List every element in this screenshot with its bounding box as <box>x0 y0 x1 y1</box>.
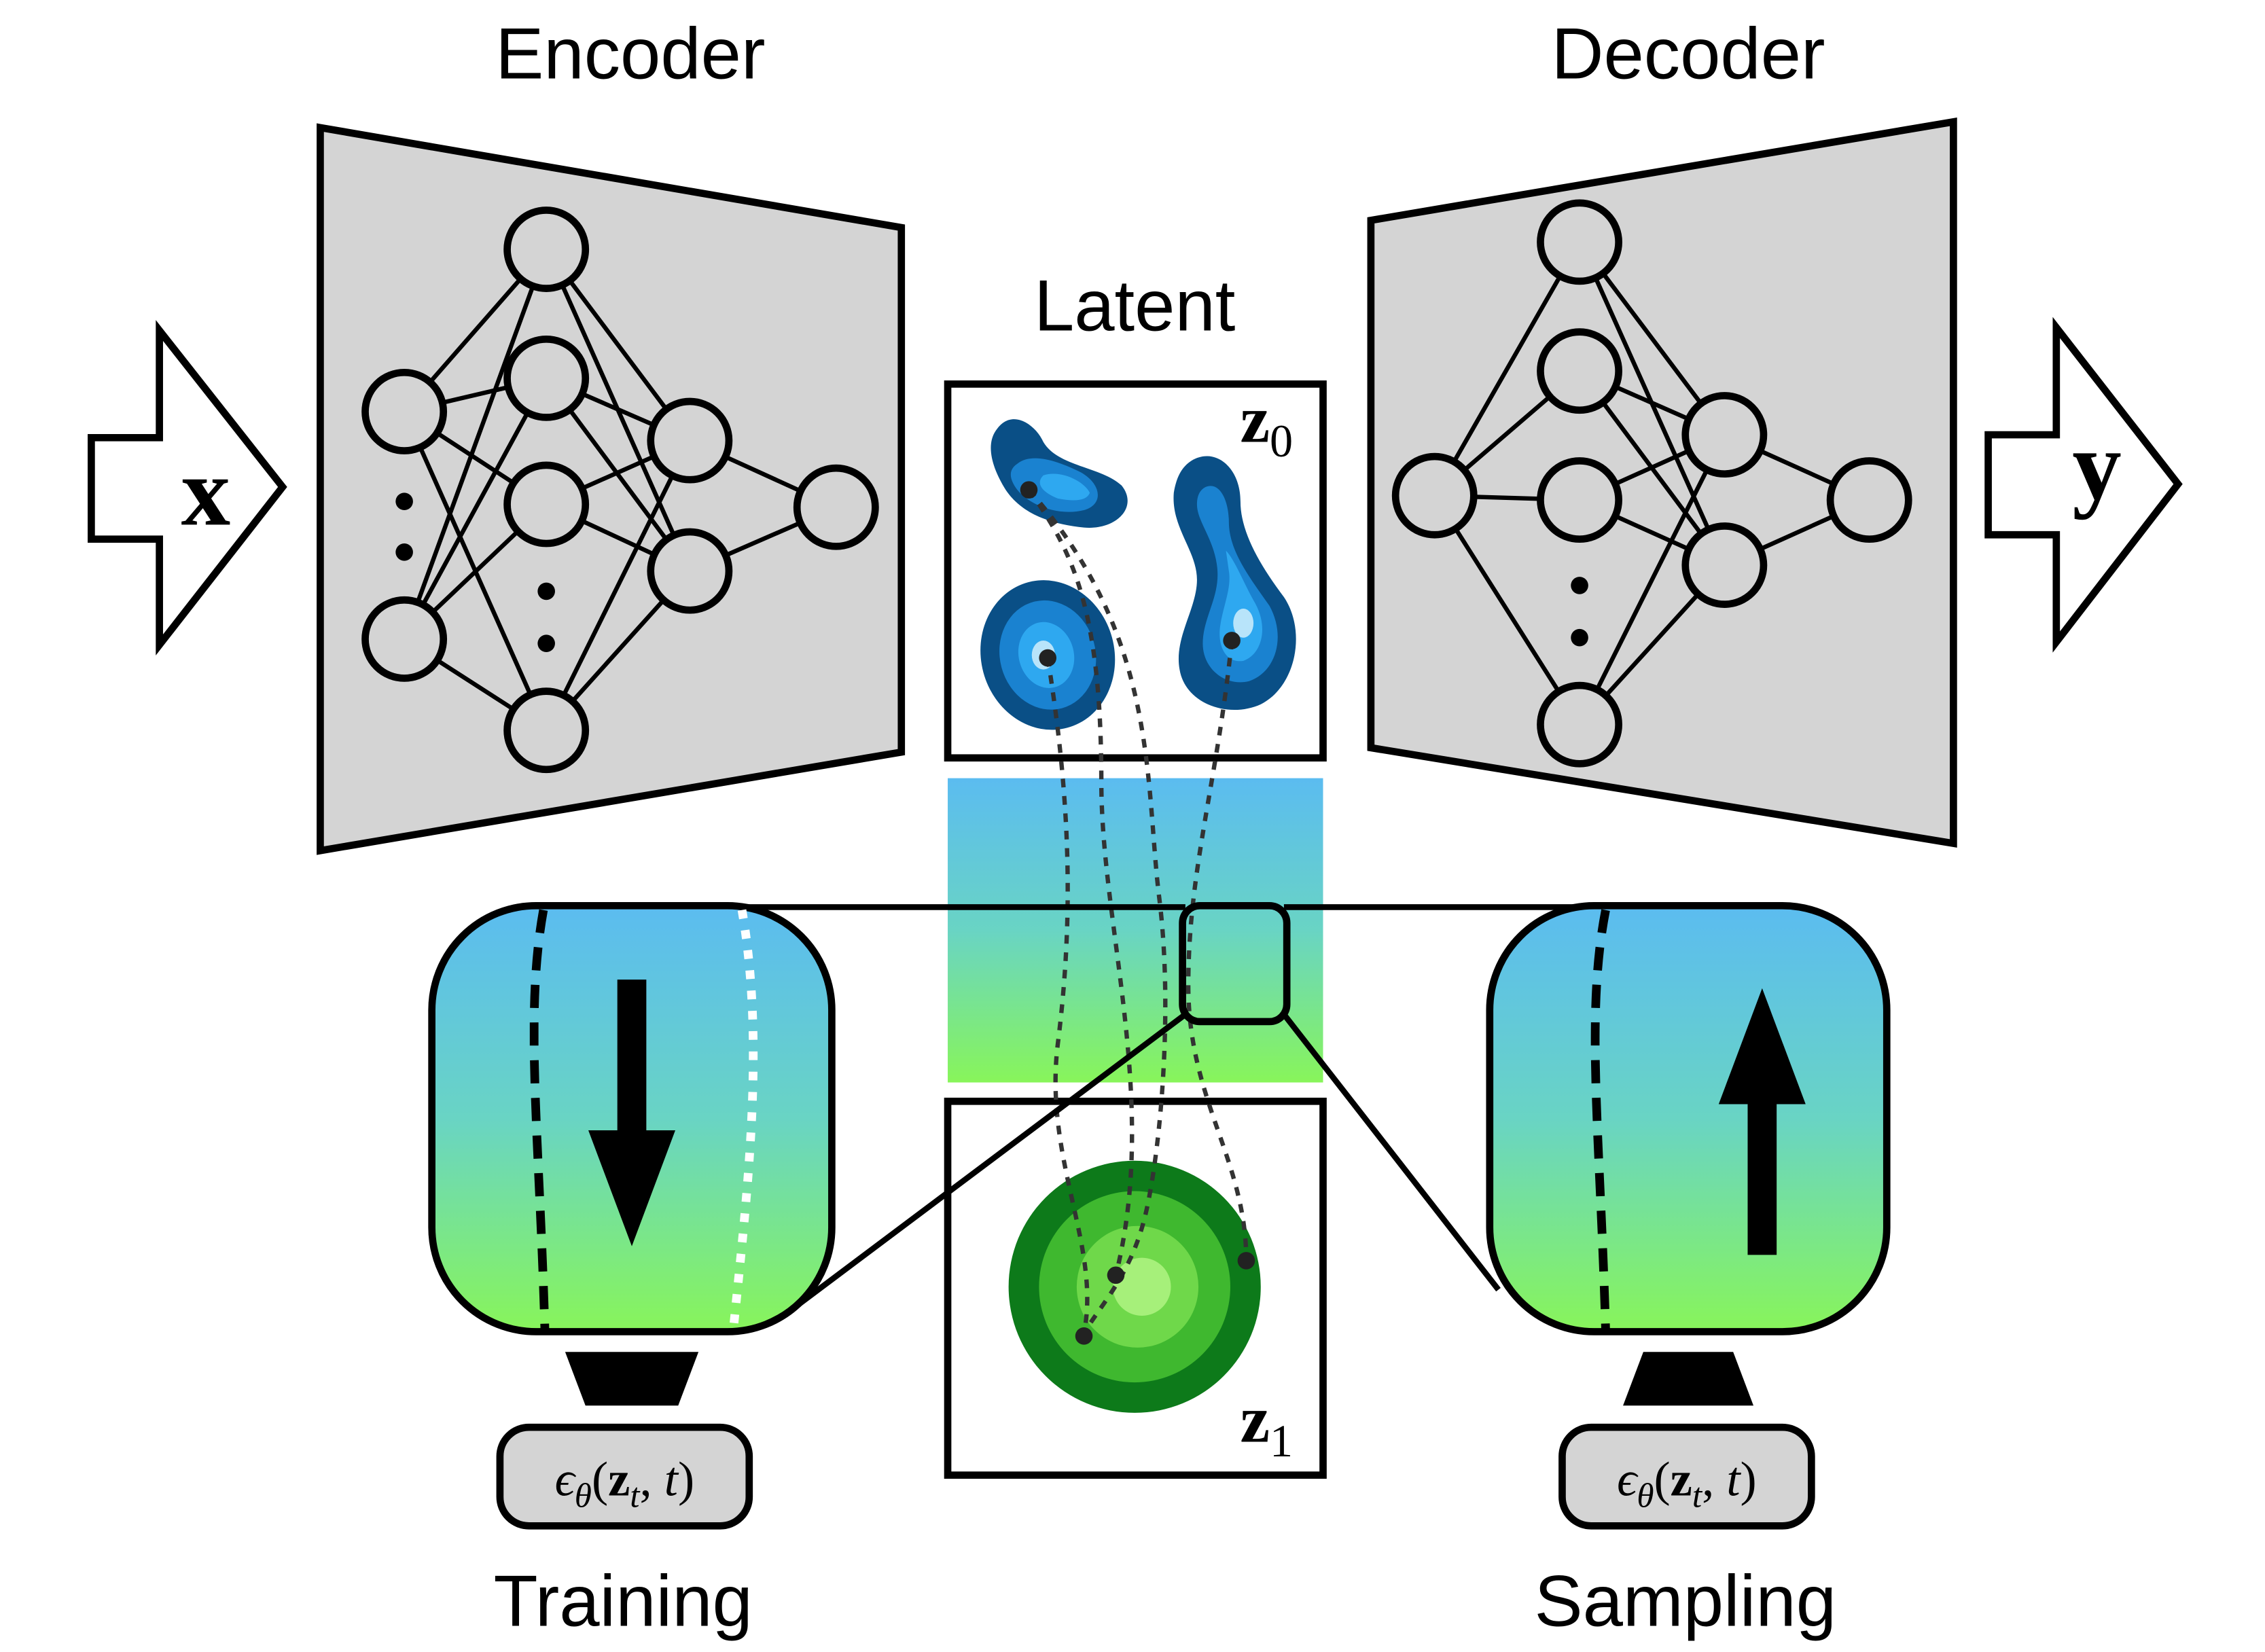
output-arrow: y <box>1984 317 2183 653</box>
encoder-trapezoid <box>317 123 906 855</box>
zoom-line-right <box>1281 1012 1501 1292</box>
node <box>361 596 448 682</box>
node <box>1681 522 1768 608</box>
sampling-network-function: ϵθ(zt, t) <box>1617 1451 1757 1515</box>
ellipsis-dots <box>1571 577 1588 647</box>
trajectory-path <box>1027 488 1168 1335</box>
decoder-network <box>1367 118 1957 848</box>
blue-density-blob <box>991 419 1128 528</box>
z0-label: z0 <box>1240 384 1293 467</box>
input-symbol: x <box>181 437 231 546</box>
diffusion-trajectories <box>1027 488 1249 1335</box>
node <box>503 206 590 292</box>
green-gaussian-blob <box>1008 1160 1261 1413</box>
down-arrow-icon <box>588 980 676 1246</box>
trajectory-path <box>1027 488 1135 1276</box>
node <box>361 369 448 454</box>
training-panel: ϵθ(zt, t) Training <box>428 901 836 1641</box>
right-arrow-icon <box>1984 317 2183 653</box>
zoom-line-left <box>789 1011 1188 1312</box>
node <box>647 528 733 614</box>
encoder-title: Encoder <box>495 12 765 94</box>
input-arrow: x <box>88 320 287 656</box>
node <box>1537 457 1622 543</box>
z1-subscript: 1 <box>1270 1415 1293 1467</box>
node <box>1391 452 1478 539</box>
node <box>1681 392 1768 478</box>
z0-subscript: 0 <box>1270 415 1293 467</box>
node <box>793 464 879 550</box>
latent-title: Latent <box>1034 264 1236 346</box>
node <box>1826 457 1912 543</box>
training-white-dotted-path <box>728 909 758 1331</box>
node <box>1537 681 1622 768</box>
up-arrow-icon <box>1718 988 1806 1255</box>
z1-base: z <box>1240 1384 1270 1457</box>
trajectory-path <box>1046 658 1090 1334</box>
encoder-nodes <box>361 206 879 774</box>
node <box>647 397 733 484</box>
node <box>1537 328 1622 414</box>
node <box>503 335 590 421</box>
sampling-panel: ϵθ(zt, t) Sampling <box>1486 901 1891 1641</box>
sampling-network-box <box>1558 1423 1815 1530</box>
latent-z1-box: z1 <box>944 1097 1327 1479</box>
z0-base: z <box>1240 384 1270 457</box>
node <box>503 461 590 547</box>
sampling-stand <box>1623 1352 1754 1406</box>
training-label: Training <box>494 1560 753 1641</box>
node <box>503 687 590 774</box>
output-symbol: y <box>2072 412 2122 520</box>
node <box>1537 199 1622 285</box>
training-black-dashed-path <box>529 909 550 1331</box>
training-stand <box>565 1352 699 1406</box>
decoder-nodes <box>1391 199 1912 768</box>
training-network-box <box>496 1423 753 1530</box>
latent-z0-box: z0 <box>944 380 1327 762</box>
sampling-black-dashed-path <box>1590 909 1610 1331</box>
blue-density-blob <box>1173 456 1296 711</box>
z1-label: z1 <box>1240 1384 1293 1467</box>
decoder-title: Decoder <box>1551 12 1825 94</box>
training-network-function: ϵθ(zt, t) <box>555 1451 695 1515</box>
trajectory-endpoints <box>1020 481 1255 1345</box>
diffusion-gradient-strip <box>948 778 1323 1083</box>
encoder-network <box>317 123 906 855</box>
right-arrow-icon <box>88 320 287 656</box>
sampling-label: Sampling <box>1534 1560 1836 1641</box>
ellipsis-dots <box>395 492 555 653</box>
zoom-region <box>1179 901 1291 1026</box>
